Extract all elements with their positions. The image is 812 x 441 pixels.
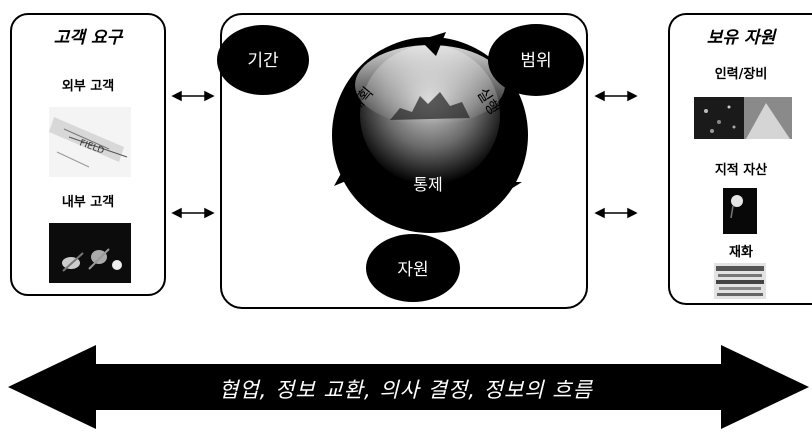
- owned-resources-title: 보유 자원: [706, 28, 776, 48]
- owned-resources-panel: 보유 자원 인력/장비 지적 자산 재화: [668, 13, 812, 305]
- people-equipment-label: 인력/장비: [714, 67, 768, 82]
- period-ellipse: [217, 25, 309, 95]
- scope-ellipse: [488, 24, 584, 96]
- customer-requirements-title: 고객 요구: [53, 28, 123, 48]
- connector-arrow-right-bottom: [594, 207, 638, 219]
- control-label: 통제: [413, 175, 442, 194]
- external-customer-label: 외부 고객: [61, 79, 115, 94]
- connector-arrow-right-top: [594, 90, 638, 102]
- period-label: 기간: [247, 51, 279, 71]
- communication-arrow: [8, 345, 809, 429]
- scope-label: 범위: [520, 51, 551, 71]
- finance-label: 재화: [729, 245, 753, 260]
- connector-arrow-left-bottom: [171, 207, 215, 219]
- internal-customer-photo: [49, 223, 131, 283]
- external-customer-photo: FIELD: [49, 107, 131, 177]
- management-cycle: [332, 32, 528, 233]
- resource-ellipse: [366, 234, 460, 302]
- intellectual-assets-photo: [723, 188, 757, 234]
- people-equipment-photo: [694, 97, 792, 139]
- communication-arrow-label: 협업, 정보 교환, 의사 결정, 정보의 흐름: [219, 378, 593, 402]
- intellectual-assets-label: 지적 자산: [714, 163, 768, 178]
- internal-customer-label: 내부 고객: [61, 195, 115, 210]
- finance-photo: [714, 263, 766, 299]
- customer-requirements-panel: 고객 요구 외부 고객 FIELD 내부 고객: [10, 13, 166, 296]
- connector-arrow-left-top: [171, 90, 215, 102]
- resource-label: 자원: [397, 260, 428, 280]
